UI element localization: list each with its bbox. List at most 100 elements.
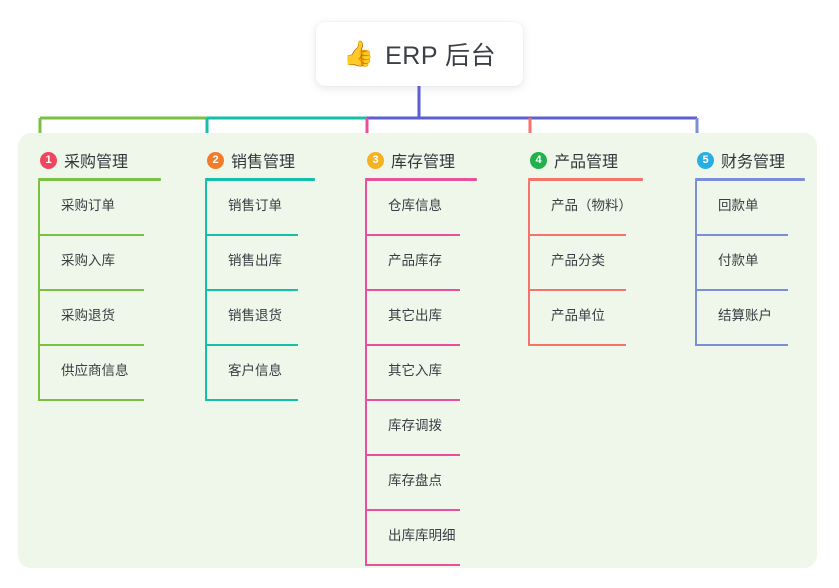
column-badge-5: 5	[697, 151, 714, 169]
column-badge-2: 2	[207, 151, 224, 169]
menu-item-rule	[38, 344, 144, 346]
column-header-rule-4	[528, 178, 643, 181]
root-node-card[interactable]: 👍 ERP 后台	[316, 22, 523, 86]
menu-item-label: 产品分类	[551, 253, 605, 268]
column-title-4: 产品管理	[554, 154, 619, 171]
menu-item[interactable]: 库存盘点	[365, 456, 477, 511]
menu-item[interactable]: 产品单位	[528, 291, 643, 346]
column-items-5: 回款单付款单结算账户	[695, 181, 805, 346]
menu-item-rule	[528, 289, 626, 291]
menu-item-rule	[695, 289, 788, 291]
menu-item-label: 销售出库	[228, 253, 282, 268]
column-header-rule-1	[38, 178, 161, 181]
menu-item-label: 出库库明细	[388, 528, 456, 543]
menu-item-rule	[365, 399, 460, 401]
menu-item[interactable]: 供应商信息	[38, 346, 161, 401]
menu-item[interactable]: 仓库信息	[365, 181, 477, 236]
column-spine-4	[528, 181, 530, 346]
menu-item-rule	[38, 234, 144, 236]
column-badge-4: 4	[530, 151, 547, 169]
column-5: 5 财务管理回款单付款单结算账户	[695, 146, 805, 346]
menu-item-label: 采购入库	[61, 253, 115, 268]
menu-item-label: 产品库存	[388, 253, 442, 268]
menu-item[interactable]: 销售退货	[205, 291, 315, 346]
column-badge-3: 3	[367, 151, 384, 169]
menu-item-label: 产品单位	[551, 308, 605, 323]
menu-item[interactable]: 出库库明细	[365, 511, 477, 566]
menu-item-rule	[365, 344, 460, 346]
menu-item-label: 库存调拨	[388, 418, 442, 433]
menu-item-rule	[205, 289, 298, 291]
column-2: 2 销售管理销售订单销售出库销售退货客户信息	[205, 146, 315, 401]
menu-item-label: 采购退货	[61, 308, 115, 323]
menu-item-label: 其它入库	[388, 363, 442, 378]
menu-item-rule	[38, 399, 144, 401]
menu-item-label: 销售订单	[228, 198, 282, 213]
column-title-1: 采购管理	[64, 154, 129, 171]
column-1: 1 采购管理采购订单采购入库采购退货供应商信息	[38, 146, 161, 401]
root-node-title: ERP 后台	[385, 42, 497, 70]
menu-item[interactable]: 产品分类	[528, 236, 643, 291]
column-title-3: 库存管理	[391, 154, 456, 171]
menu-item[interactable]: 采购入库	[38, 236, 161, 291]
column-title-5: 财务管理	[721, 154, 786, 171]
column-items-3: 仓库信息产品库存其它出库其它入库库存调拨库存盘点出库库明细	[365, 181, 477, 566]
menu-item-rule	[38, 289, 144, 291]
menu-item[interactable]: 其它入库	[365, 346, 477, 401]
menu-item[interactable]: 产品库存	[365, 236, 477, 291]
menu-item[interactable]: 采购退货	[38, 291, 161, 346]
menu-item-rule	[205, 399, 298, 401]
menu-item-rule	[365, 564, 460, 566]
menu-item[interactable]: 回款单	[695, 181, 805, 236]
thumbs-up-icon: 👍	[342, 39, 375, 68]
menu-item-label: 仓库信息	[388, 198, 442, 213]
column-header-rule-2	[205, 178, 315, 181]
column-header-5[interactable]: 5 财务管理	[695, 146, 805, 174]
column-3: 3 库存管理仓库信息产品库存其它出库其它入库库存调拨库存盘点出库库明细	[365, 146, 477, 566]
column-header-4[interactable]: 4 产品管理	[528, 146, 643, 174]
menu-item-rule	[365, 234, 460, 236]
menu-item[interactable]: 客户信息	[205, 346, 315, 401]
column-spine-3	[365, 181, 367, 566]
column-header-rule-3	[365, 178, 477, 181]
column-spine-2	[205, 181, 207, 401]
column-header-3[interactable]: 3 库存管理	[365, 146, 477, 174]
menu-item-rule	[205, 344, 298, 346]
menu-item[interactable]: 结算账户	[695, 291, 805, 346]
column-header-1[interactable]: 1 采购管理	[38, 146, 161, 174]
menu-item-label: 采购订单	[61, 198, 115, 213]
menu-item-rule	[695, 344, 788, 346]
column-header-2[interactable]: 2 销售管理	[205, 146, 315, 174]
menu-item-rule	[365, 454, 460, 456]
menu-item[interactable]: 库存调拨	[365, 401, 477, 456]
menu-item[interactable]: 付款单	[695, 236, 805, 291]
menu-item-label: 产品（物料）	[551, 198, 632, 213]
menu-item-rule	[205, 234, 298, 236]
column-items-2: 销售订单销售出库销售退货客户信息	[205, 181, 315, 401]
menu-item-label: 供应商信息	[61, 363, 129, 378]
diagram-panel	[18, 133, 817, 568]
column-title-2: 销售管理	[231, 154, 296, 171]
menu-item-rule	[528, 234, 626, 236]
column-header-rule-5	[695, 178, 805, 181]
menu-item[interactable]: 采购订单	[38, 181, 161, 236]
menu-item[interactable]: 产品（物料）	[528, 181, 643, 236]
column-items-1: 采购订单采购入库采购退货供应商信息	[38, 181, 161, 401]
menu-item-label: 库存盘点	[388, 473, 442, 488]
menu-item-label: 付款单	[718, 253, 759, 268]
menu-item-rule	[365, 509, 460, 511]
menu-item-label: 销售退货	[228, 308, 282, 323]
menu-item[interactable]: 销售订单	[205, 181, 315, 236]
menu-item-rule	[365, 289, 460, 291]
menu-item[interactable]: 销售出库	[205, 236, 315, 291]
menu-item-rule	[528, 344, 626, 346]
column-badge-1: 1	[40, 151, 57, 169]
menu-item-label: 客户信息	[228, 363, 282, 378]
menu-item-label: 回款单	[718, 198, 759, 213]
column-items-4: 产品（物料） 产品分类产品单位	[528, 181, 643, 346]
menu-item-label: 其它出库	[388, 308, 442, 323]
menu-item[interactable]: 其它出库	[365, 291, 477, 346]
column-4: 4 产品管理产品（物料） 产品分类产品单位	[528, 146, 643, 346]
column-spine-5	[695, 181, 697, 346]
column-spine-1	[38, 181, 40, 401]
